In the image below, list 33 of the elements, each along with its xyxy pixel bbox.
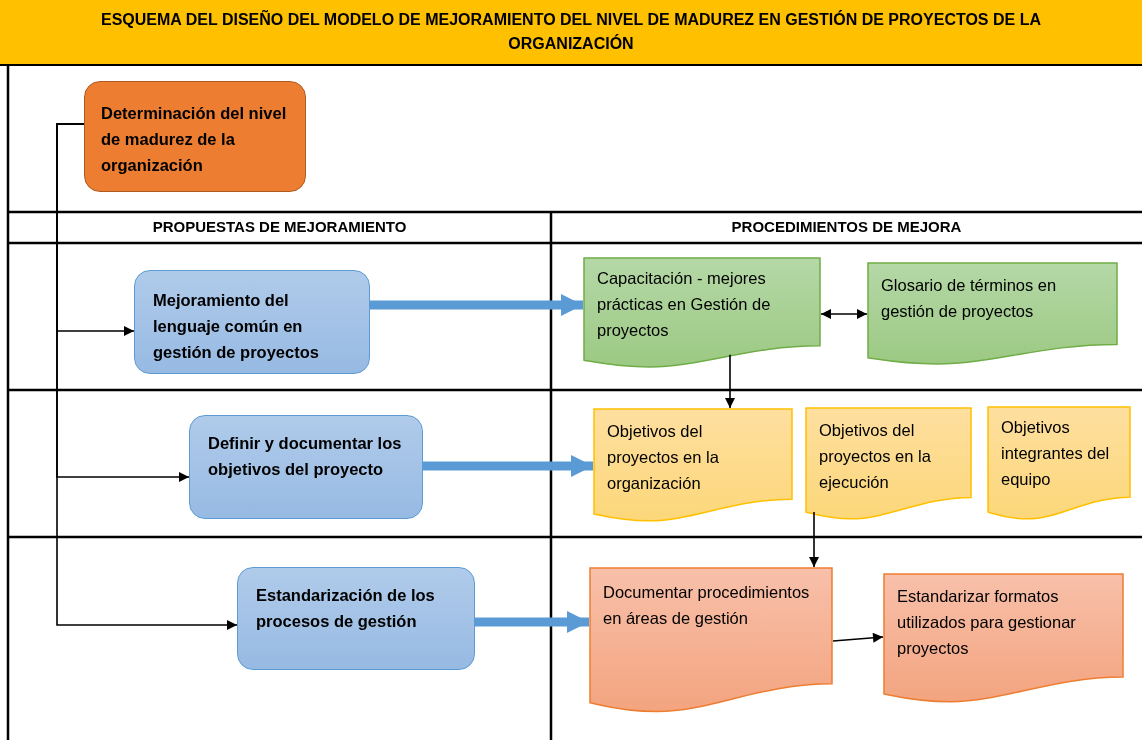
- node-text: Objetivos del proyectos en la ejecución: [819, 420, 932, 493]
- node-text: Definir y documentar los objetivos del proyecto: [208, 433, 403, 480]
- process-box: [189, 415, 423, 519]
- arrow: [809, 511, 819, 568]
- document-shape: [583, 257, 821, 368]
- arrow: [820, 309, 868, 319]
- column-header: PROCEDIMIENTOS DE MEJORA: [730, 217, 963, 237]
- document-shape: [589, 567, 833, 713]
- block-arrow: [475, 611, 589, 633]
- process-box: [84, 81, 306, 192]
- document-shape: [883, 573, 1124, 703]
- arrow: [56, 123, 238, 630]
- title-banner: ESQUEMA DEL DISEÑO DEL MODELO DE MEJORAMIENTO DEL NIVEL DE MADUREZ EN GESTIÓN DE PROYECTOS DE LA ORGANIZACIÓN: [0, 0, 1142, 66]
- node-text: Estandarización de los procesos de gestión: [256, 585, 436, 632]
- node-text: Documentar procedimientos en áreas de gestión: [603, 582, 811, 629]
- process-box: [237, 567, 475, 670]
- node-text: Capacitación - mejores prácticas en Gestión de proyectos: [597, 268, 772, 341]
- node-text: Determinación del nivel de madurez de la organización: [101, 103, 288, 176]
- process-box: [134, 270, 370, 374]
- block-arrow: [370, 294, 583, 316]
- node-text: Mejoramiento del lenguaje común en gestión de proyectos: [153, 290, 320, 363]
- arrow: [725, 353, 735, 409]
- column-header: PROPUESTAS DE MEJORAMIENTO: [151, 217, 408, 237]
- node-text: Objetivos del proyectos en la organización: [607, 421, 720, 494]
- node-text: Estandarizar formatos utilizados para gestionar proyectos: [897, 586, 1077, 659]
- document-shape: [867, 262, 1118, 365]
- block-arrow: [423, 455, 593, 477]
- document-shape: [805, 407, 972, 520]
- document-shape: [593, 408, 793, 522]
- node-text: Glosario de términos en gestión de proyectos: [881, 275, 1058, 322]
- document-shape: [987, 406, 1131, 520]
- node-text: Objetivos integrantes del equipo: [1001, 417, 1111, 490]
- arrow: [832, 632, 884, 643]
